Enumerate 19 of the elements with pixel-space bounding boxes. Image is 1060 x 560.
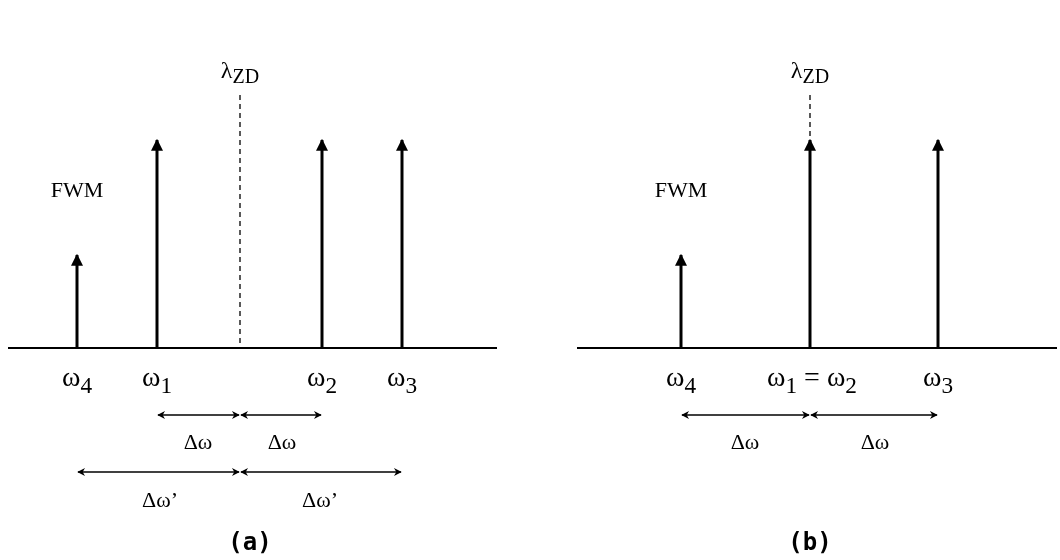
frequency-label: ω$_{3}$ bbox=[922, 363, 954, 397]
wavelength-label: λ$_{ZD}$ bbox=[790, 57, 830, 87]
fwm-label: FWM bbox=[654, 179, 708, 201]
panel-label: (a) bbox=[228, 530, 272, 554]
frequency-label: ω$_{2}$ bbox=[306, 363, 338, 397]
spacing-label: Δω bbox=[183, 431, 213, 453]
frequency-label: ω$_{4}$ bbox=[665, 363, 697, 397]
frequency-label: ω$_{1}$ = ω$_{2}$ bbox=[767, 363, 857, 397]
frequency-label: ω$_{3}$ bbox=[386, 363, 418, 397]
wavelength-label: λ$_{ZD}$ bbox=[220, 57, 260, 87]
frequency-label: ω$_{1}$ bbox=[141, 363, 173, 397]
panel-label: (b) bbox=[788, 530, 832, 554]
spacing-label: Δω’ bbox=[142, 489, 178, 511]
frequency-label: ω$_{4}$ bbox=[61, 363, 93, 397]
spacing-label: Δω bbox=[267, 431, 297, 453]
fwm-label: FWM bbox=[50, 179, 104, 201]
spacing-label: Δω bbox=[860, 431, 890, 453]
spacing-label: Δω bbox=[730, 431, 760, 453]
spacing-label: Δω’ bbox=[302, 489, 338, 511]
